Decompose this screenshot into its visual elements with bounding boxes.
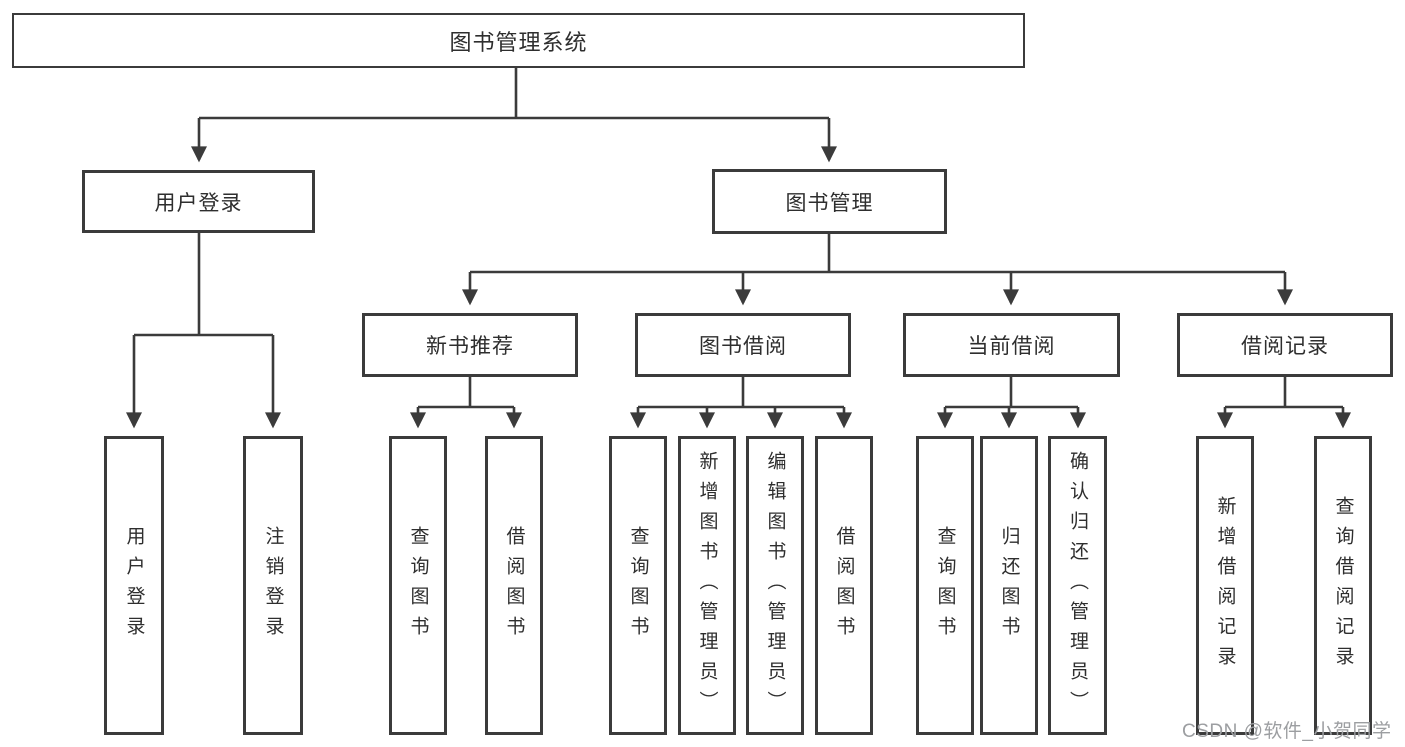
csdn-watermark: CSDN @软件_小贺同学 xyxy=(1182,721,1392,742)
node-new-book-recommendation: 新书推荐 xyxy=(362,313,578,377)
node-leaf-recommend-borrow-books-label: 借阅图书 xyxy=(503,525,525,646)
node-leaf-recommend-query-books: 查询图书 xyxy=(389,436,447,735)
node-user-login-label: 用户登录 xyxy=(154,191,243,215)
node-borrowing-records: 借阅记录 xyxy=(1177,313,1393,377)
node-root-system: 图书管理系统 xyxy=(12,13,1025,68)
node-leaf-confirm-return-admin: 确认归还（管理员） xyxy=(1048,436,1107,735)
node-leaf-query-borrow-record-label: 查询借阅记录 xyxy=(1332,495,1354,676)
node-book-management-label: 图书管理 xyxy=(785,191,874,215)
node-root-system-label: 图书管理系统 xyxy=(449,29,588,55)
node-leaf-edit-books-admin: 编辑图书（管理员） xyxy=(746,436,804,735)
node-leaf-add-books-admin: 新增图书（管理员） xyxy=(678,436,736,735)
node-borrowing-records-label: 借阅记录 xyxy=(1241,335,1329,358)
node-leaf-return-books-label: 归还图书 xyxy=(998,525,1020,646)
node-leaf-return-books: 归还图书 xyxy=(980,436,1038,735)
node-leaf-current-query-books: 查询图书 xyxy=(916,436,974,735)
node-book-borrowing: 图书借阅 xyxy=(635,313,851,377)
node-leaf-logout: 注销登录 xyxy=(243,436,303,735)
node-leaf-add-borrow-record: 新增借阅记录 xyxy=(1196,436,1254,735)
node-leaf-borrow-query-books-label: 查询图书 xyxy=(627,525,649,646)
node-leaf-add-books-admin-label: 新增图书（管理员） xyxy=(696,450,718,721)
node-leaf-borrow-query-books: 查询图书 xyxy=(609,436,667,735)
node-leaf-borrow-books-label: 借阅图书 xyxy=(833,525,855,646)
node-book-borrowing-label: 图书借阅 xyxy=(699,335,787,358)
node-book-management: 图书管理 xyxy=(712,169,947,234)
node-leaf-borrow-books: 借阅图书 xyxy=(815,436,873,735)
node-leaf-edit-books-admin-label: 编辑图书（管理员） xyxy=(764,450,786,721)
node-leaf-user-login: 用户登录 xyxy=(104,436,164,735)
node-leaf-recommend-borrow-books: 借阅图书 xyxy=(485,436,543,735)
node-new-book-recommendation-label: 新书推荐 xyxy=(426,335,514,358)
node-leaf-user-login-label: 用户登录 xyxy=(123,525,145,646)
node-leaf-query-borrow-record: 查询借阅记录 xyxy=(1314,436,1372,735)
node-leaf-add-borrow-record-label: 新增借阅记录 xyxy=(1214,495,1236,676)
node-current-borrowing: 当前借阅 xyxy=(903,313,1120,377)
node-user-login: 用户登录 xyxy=(82,170,315,233)
node-leaf-current-query-books-label: 查询图书 xyxy=(934,525,956,646)
node-current-borrowing-label: 当前借阅 xyxy=(967,335,1056,358)
node-leaf-confirm-return-admin-label: 确认归还（管理员） xyxy=(1067,450,1088,721)
node-leaf-logout-label: 注销登录 xyxy=(262,525,284,646)
node-leaf-recommend-query-books-label: 查询图书 xyxy=(407,525,429,646)
